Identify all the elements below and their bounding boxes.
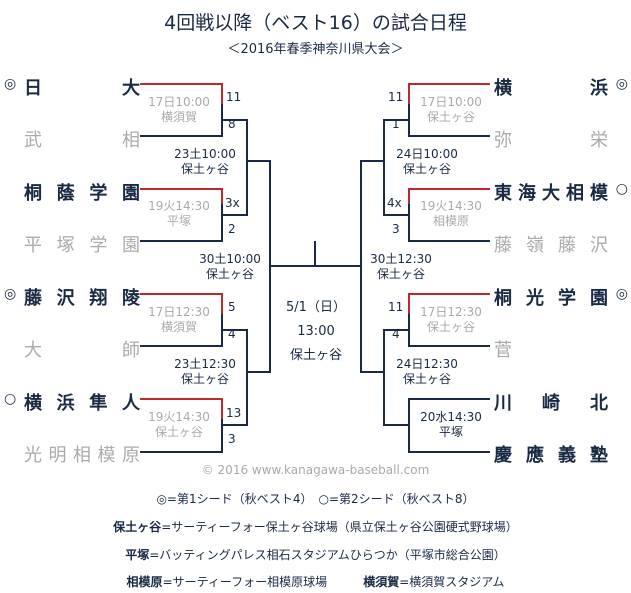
score-top: 13 <box>226 406 242 420</box>
team-right-8: 慶應義塾 <box>494 441 628 466</box>
team-right-3: ○ 東海大相模 <box>494 179 628 204</box>
team-name: 日 大 <box>24 78 140 99</box>
team-name: 武 相 <box>24 130 140 151</box>
score-bottom: 4 <box>228 327 236 341</box>
team-right-4: 藤嶺藤沢 <box>494 231 628 256</box>
seed-mark: ◎ <box>4 76 17 92</box>
team-left-1: ◎ 日 大 <box>4 74 140 99</box>
seed-mark: ◎ <box>4 286 17 302</box>
team-name: 横浜隼人 <box>24 393 140 414</box>
team-left-4: 平塚学園 <box>4 231 140 256</box>
page-subtitle: ＜2016年春季神奈川県大会＞ <box>227 42 404 57</box>
team-left-8: 光明相模原 <box>4 441 140 466</box>
team-name: 川 崎 北 <box>494 393 608 414</box>
team-right-2: 弥 栄 <box>494 126 628 151</box>
team-left-6: 大 師 <box>4 336 140 361</box>
legend-venue-3: 相模原=サーティーフォー相模原球場 横須賀=横須賀スタジアム <box>126 575 505 589</box>
copyright: © 2016 www.kanagawa-baseball.com <box>201 463 430 477</box>
score-bottom: 8 <box>228 117 236 131</box>
team-name: 大 師 <box>24 340 140 361</box>
seed-mark: ○ <box>4 391 17 407</box>
team-name: 桐蔭学園 <box>24 183 140 204</box>
score-top: 5 <box>228 300 236 314</box>
team-name: 横 浜 <box>494 78 608 99</box>
team-right-5: ◎ 桐光学園 <box>494 284 628 309</box>
team-right-6: 菅 <box>494 336 628 361</box>
team-name: 弥 栄 <box>494 130 608 151</box>
seed-mark: ○ <box>615 181 628 197</box>
score-bottom: 3 <box>228 432 236 446</box>
team-name: 藤嶺藤沢 <box>494 235 608 256</box>
legend-seeds: ◎=第1シード（秋ベスト4） ○=第2シード（秋ベスト8） <box>156 492 475 506</box>
team-left-3: 桐蔭学園 <box>4 179 140 204</box>
seed-mark: ◎ <box>615 76 628 92</box>
legend-venue-2: 平塚=バッティングパレス相石スタジアムひらつか（平塚市総合公園） <box>125 548 506 562</box>
page-title: 4回戦以降（ベスト16）の試合日程 <box>164 12 467 34</box>
team-name: 平塚学園 <box>24 235 140 256</box>
score-top: 11 <box>388 300 404 314</box>
score-bottom: 4 <box>392 327 400 341</box>
score-bottom: 3 <box>392 222 400 236</box>
team-right-1: ◎ 横 浜 <box>494 74 628 99</box>
score-top: 11 <box>388 90 404 104</box>
team-name: 光明相模原 <box>24 445 140 466</box>
seed-mark: ◎ <box>615 286 628 302</box>
score-bottom: 1 <box>392 117 400 131</box>
team-name: 菅 <box>494 340 512 361</box>
team-name: 桐光学園 <box>494 288 608 309</box>
team-right-7: 川 崎 北 <box>494 389 628 414</box>
team-name: 東海大相模 <box>494 183 608 204</box>
team-left-7: ○ 横浜隼人 <box>4 389 140 414</box>
score-top: 3x <box>225 196 240 210</box>
team-name: 慶應義塾 <box>494 445 608 466</box>
team-left-2: 武 相 <box>4 126 140 151</box>
legend-venue-1: 保土ヶ谷=サーティーフォー保土ヶ谷球場（県立保土ヶ谷公園硬式野球場） <box>113 520 518 534</box>
team-name: 藤沢翔陵 <box>24 288 140 309</box>
team-left-5: ◎ 藤沢翔陵 <box>4 284 140 309</box>
score-top: 4x <box>387 196 402 210</box>
score-bottom: 2 <box>228 222 236 236</box>
score-top: 11 <box>226 90 242 104</box>
